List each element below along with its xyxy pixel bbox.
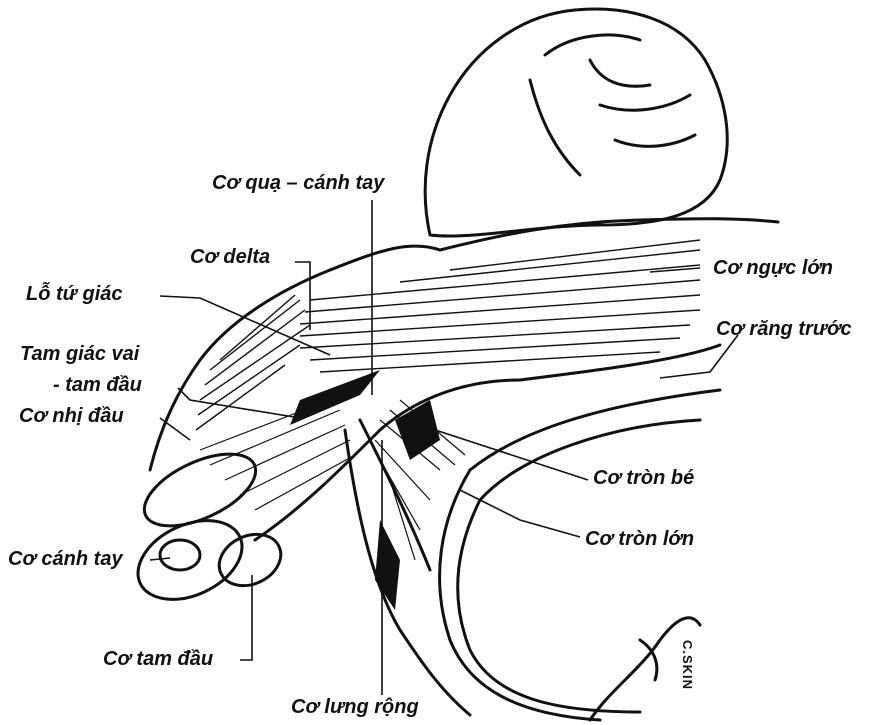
leader-teres-minor xyxy=(420,425,588,480)
label-quadrangular-space: Lỗ tứ giác xyxy=(26,283,123,305)
leader-triangular xyxy=(178,388,300,418)
humerus-section xyxy=(160,540,200,570)
thorax-curve xyxy=(440,470,640,720)
leader-quadrangular xyxy=(160,296,330,355)
label-teres-major: Cơ tròn lớn xyxy=(585,528,694,550)
leader-triceps xyxy=(240,575,252,660)
label-biceps: Cơ nhị đầu xyxy=(19,405,124,427)
label-teres-minor: Cơ tròn bé xyxy=(593,467,694,489)
arm-inner-contour xyxy=(255,380,520,540)
shoulder-contour xyxy=(330,246,440,270)
label-triangular-space-line1: Tam giác vai xyxy=(20,343,139,365)
leader-teres-major xyxy=(460,490,580,537)
arm-outer-contour xyxy=(150,270,330,470)
triceps-section xyxy=(211,525,289,596)
label-coracobrachialis: Cơ quạ – cánh tay xyxy=(212,172,384,194)
face-features xyxy=(530,35,695,175)
label-deltoid: Cơ delta xyxy=(190,246,270,268)
latissimus-outline xyxy=(345,430,470,715)
label-pectoralis-major: Cơ ngực lớn xyxy=(713,257,833,279)
head-outline xyxy=(425,9,727,236)
leader-brachialis xyxy=(150,558,170,560)
dark-shadows xyxy=(290,370,440,610)
label-brachialis: Cơ cánh tay xyxy=(8,548,123,570)
leader-deltoid xyxy=(295,262,310,330)
label-triceps: Cơ tam đầu xyxy=(103,648,213,670)
label-serratus-anterior: Cơ răng trước xyxy=(716,318,852,340)
label-latissimus-dorsi: Cơ lưng rộng xyxy=(291,696,419,718)
label-triangular-space-line2: - tam đầu xyxy=(53,374,142,396)
brachialis-section xyxy=(125,505,254,615)
artist-signature: C.SKIN xyxy=(680,640,695,690)
